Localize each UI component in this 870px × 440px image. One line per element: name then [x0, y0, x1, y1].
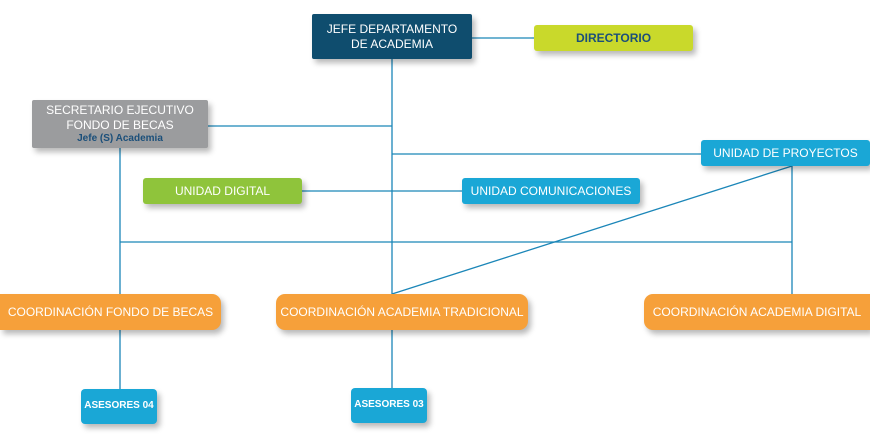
node-jefe-departamento-line2: DE ACADEMIA: [350, 36, 434, 51]
node-coordinacion-fondo-becas[interactable]: COORDINACIÓN FONDO DE BECAS: [0, 294, 221, 330]
node-coordinacion-academia-tradicional-label: COORDINACIÓN ACADEMIA TRADICIONAL: [280, 304, 524, 319]
node-coordinacion-fondo-becas-label: COORDINACIÓN FONDO DE BECAS: [7, 304, 214, 319]
node-secretario-subtitle: Jefe (S) Academia: [77, 132, 163, 144]
node-secretario-ejecutivo[interactable]: SECRETARIO EJECUTIVO FONDO DE BECAS Jefe…: [32, 100, 208, 148]
node-jefe-departamento[interactable]: JEFE DEPARTAMENTO DE ACADEMIA: [312, 14, 472, 59]
node-coordinacion-academia-digital[interactable]: COORDINACIÓN ACADEMIA DIGITAL: [644, 294, 870, 330]
node-unidad-comunicaciones-label: UNIDAD COMUNICACIONES: [470, 183, 632, 198]
node-coordinacion-academia-tradicional[interactable]: COORDINACIÓN ACADEMIA TRADICIONAL: [276, 294, 528, 330]
node-unidad-proyectos[interactable]: UNIDAD DE PROYECTOS: [701, 140, 870, 166]
node-secretario-line2: FONDO DE BECAS: [66, 117, 174, 132]
node-secretario-line1: SECRETARIO EJECUTIVO: [46, 102, 194, 117]
node-unidad-digital[interactable]: UNIDAD DIGITAL: [143, 178, 302, 204]
node-asesores-03-label: ASESORES 03: [354, 399, 424, 411]
connector-proyectos-academia-tradicional: [391, 165, 793, 295]
node-unidad-proyectos-label: UNIDAD DE PROYECTOS: [713, 145, 858, 160]
node-directorio[interactable]: DIRECTORIO: [534, 25, 693, 51]
node-asesores-04-label: ASESORES 04: [84, 400, 154, 412]
node-unidad-comunicaciones[interactable]: UNIDAD COMUNICACIONES: [462, 178, 640, 204]
node-unidad-digital-label: UNIDAD DIGITAL: [174, 183, 271, 198]
node-asesores-04[interactable]: ASESORES 04: [81, 389, 157, 424]
node-jefe-departamento-line1: JEFE DEPARTAMENTO: [326, 21, 458, 36]
node-directorio-label: DIRECTORIO: [575, 30, 652, 45]
node-coordinacion-academia-digital-label: COORDINACIÓN ACADEMIA DIGITAL: [652, 304, 862, 319]
node-asesores-03[interactable]: ASESORES 03: [351, 388, 427, 423]
